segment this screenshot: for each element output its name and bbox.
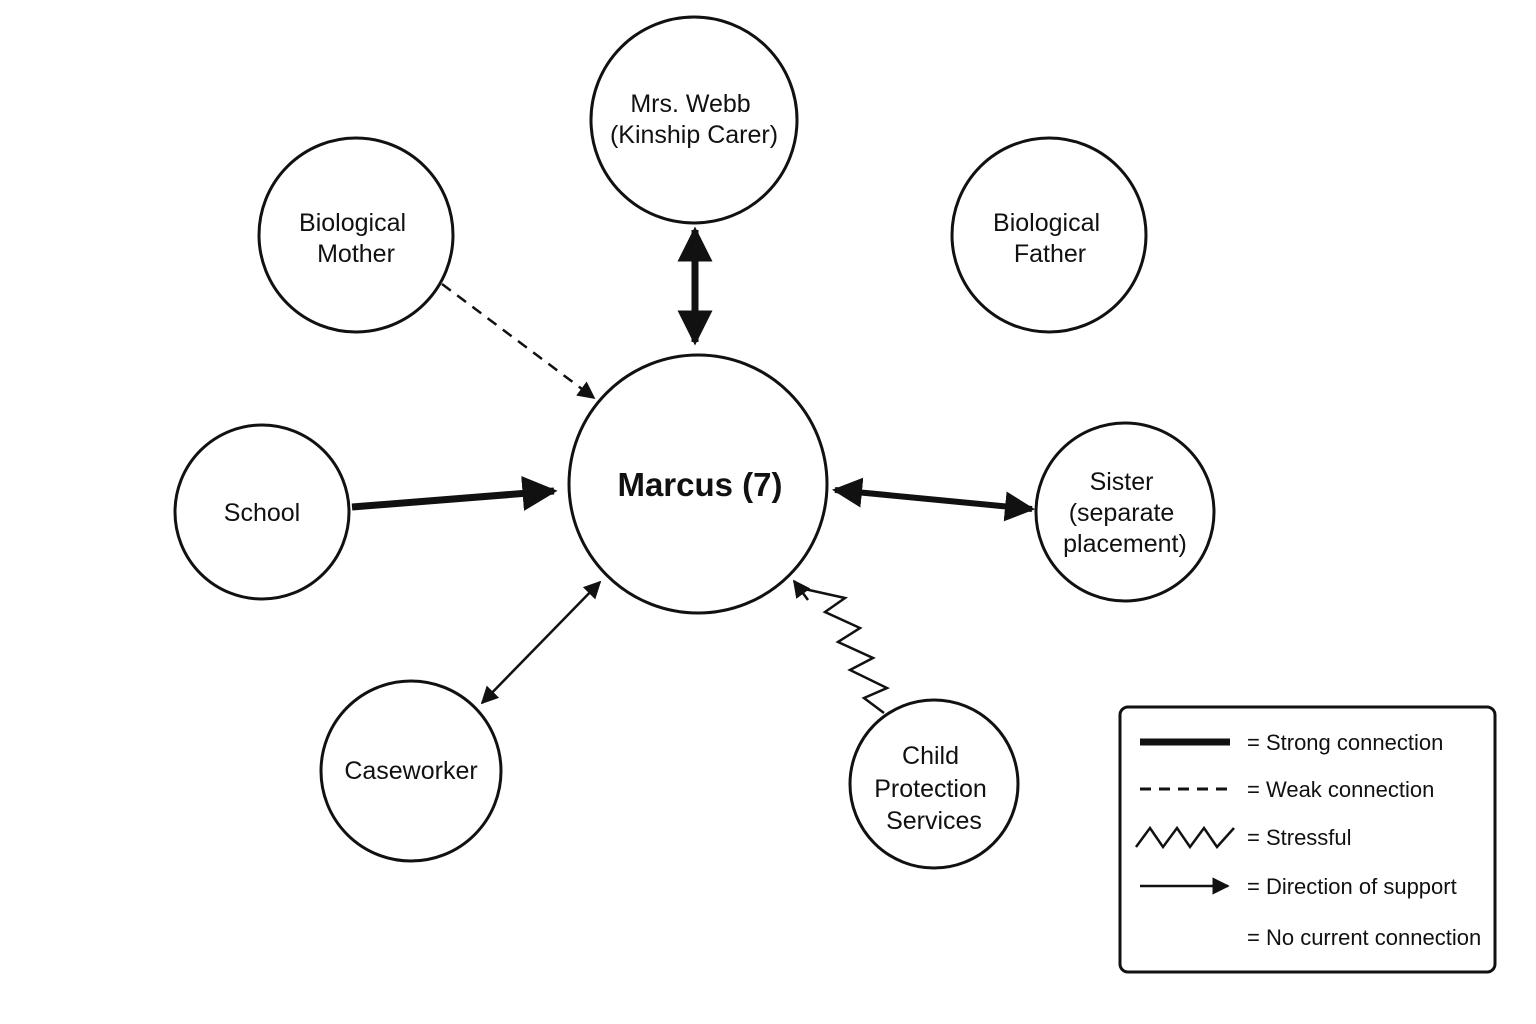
kinship-carer-label-line2: (Kinship Carer)	[610, 121, 778, 149]
child-protection-label-line3: Services	[886, 807, 982, 835]
caseworker-label: Caseworker	[344, 757, 477, 785]
svg-text:Biological Mother: Biological Mother	[299, 209, 413, 268]
connection-biological-mother	[441, 283, 596, 400]
biological-mother-label-line2: Mother	[317, 240, 395, 268]
svg-text:Biological Father: Biological Father	[993, 209, 1107, 268]
legend-stressful-symbol	[1134, 825, 1235, 850]
child-protection-label-line1: Child	[902, 742, 959, 770]
node-child-protection: Child Protection Services	[848, 698, 1020, 870]
child-protection-label-line2: Protection	[874, 775, 987, 803]
connections	[351, 226, 1035, 714]
node-kinship-carer: Mrs. Webb (Kinship Carer)	[589, 15, 799, 225]
svg-text:Caseworker: Caseworker	[344, 757, 477, 785]
svg-text:Mrs. Webb (Kinship Carer: Mrs. Webb (Kinship Carer)	[610, 90, 778, 149]
biological-father-label-line1: Biological	[993, 209, 1100, 237]
connection-caseworker	[480, 580, 602, 705]
kinship-carer-label-line1: Mrs. Webb	[630, 90, 750, 118]
node-biological-father: Biological Father	[950, 136, 1148, 334]
legend: = Strong connection = Weak connection = …	[1118, 705, 1497, 974]
node-center: Marcus (7)	[567, 353, 829, 615]
node-sister: Sister (separate placement)	[1034, 421, 1216, 603]
legend-stressful-label: = Stressful	[1247, 825, 1352, 850]
svg-text:School: School	[224, 499, 300, 527]
biological-mother-label-line1: Biological	[299, 209, 406, 237]
school-label: School	[224, 499, 300, 527]
biological-father-label-line2: Father	[1014, 240, 1086, 268]
svg-text:Child Protection S: Child Protection Services	[874, 742, 994, 835]
svg-text:Sister (separate p: Sister (separate placement)	[1063, 468, 1187, 558]
sister-label-line1: Sister	[1090, 468, 1154, 496]
legend-strong-label: = Strong connection	[1247, 730, 1443, 755]
legend-none-label: = No current connection	[1247, 925, 1481, 950]
legend-weak-label: = Weak connection	[1247, 777, 1434, 802]
node-biological-mother: Biological Mother	[257, 136, 455, 334]
sister-label-line2: (separate	[1069, 499, 1175, 527]
node-caseworker: Caseworker	[319, 679, 503, 863]
sister-label-line3: placement)	[1063, 530, 1187, 558]
node-school: School	[173, 423, 351, 601]
legend-direction-label: = Direction of support	[1247, 874, 1457, 899]
connection-child-protection-arrow	[792, 579, 811, 601]
connection-child-protection	[799, 586, 890, 714]
connection-sister	[832, 477, 1035, 522]
center-label: Marcus (7)	[617, 466, 782, 503]
connection-school	[351, 476, 558, 511]
